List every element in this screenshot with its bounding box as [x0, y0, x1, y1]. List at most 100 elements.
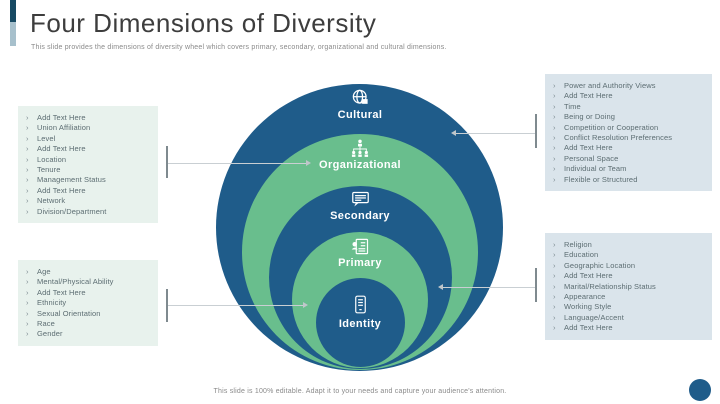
list-item: ›Conflict Resolution Preferences — [553, 133, 706, 143]
ring-label-primary: Primary — [338, 257, 382, 269]
bullet-icon: › — [26, 165, 29, 175]
bullet-icon: › — [553, 164, 556, 174]
list-item-label: Add Text Here — [564, 91, 613, 101]
list-item: › Add Text Here — [553, 323, 706, 333]
list-item-label: Ethnicity — [37, 298, 67, 308]
box-cultural-items: › Power and Authority Views › Add Text Here… — [545, 74, 712, 192]
connector-line-left-top — [168, 163, 306, 164]
list-item-label: Level — [37, 133, 56, 143]
corner-dot — [689, 379, 711, 401]
bullet-icon: › — [553, 122, 556, 132]
list-item: › Tenure — [26, 165, 152, 175]
list-item-label: Individual or Team — [564, 164, 627, 174]
page-subtitle: This slide provides the dimensions of di… — [31, 44, 447, 51]
connector-line-right-top — [456, 133, 535, 134]
bullet-icon: › — [553, 323, 556, 333]
box-organizational-items: ›Add Text Here›Union Affiliation›Level›A… — [18, 106, 158, 224]
list-item-label: Management Status — [37, 175, 106, 185]
list-item-label: Add Text Here — [37, 185, 86, 195]
list-item-label: Age — [37, 267, 51, 276]
list-item: ›Add Text Here — [553, 271, 706, 281]
bullet-icon: › — [26, 319, 29, 329]
list-item-label: Flexible or Structured — [564, 174, 638, 184]
bullet-icon: › — [26, 175, 29, 185]
list-item: › Age — [26, 267, 152, 277]
connector-bar-right-top — [535, 114, 537, 148]
box-primary-items: › Age › Mental/Physical Ability › Add Text He… — [18, 260, 158, 346]
bullet-icon: › — [553, 81, 556, 90]
bullet-icon: › — [26, 298, 29, 308]
list-item-label: Language/Accent — [564, 312, 624, 322]
list-item-label: Add Text Here — [564, 271, 613, 281]
ring-label-cultural: Cultural — [337, 109, 383, 121]
list-item-label: Add Text Here — [564, 143, 613, 153]
bullet-icon: › — [553, 91, 556, 101]
bullet-icon: › — [26, 287, 29, 297]
list-item-label: Being or Doing — [564, 112, 616, 122]
bullet-icon: › — [26, 123, 29, 133]
list-item: › Geographic Location — [553, 261, 706, 271]
list-item-label: Add Text Here — [37, 287, 86, 297]
list-item-label: Geographic Location — [564, 260, 636, 270]
org-hierarchy-icon — [0, 139, 720, 163]
list-item: ›Add Text Here — [26, 144, 152, 154]
bullet-icon: › — [553, 312, 556, 322]
presentation-chat-icon — [0, 191, 720, 213]
ring-label-organizational: Organizational — [319, 159, 401, 171]
bullet-icon: › — [26, 206, 29, 216]
list-item: › Management Status — [26, 175, 152, 185]
bullet-icon: › — [26, 154, 29, 164]
bullet-icon: › — [26, 113, 29, 122]
arrow-right-icon — [306, 160, 311, 166]
ring-label-identity: Identity — [338, 318, 382, 330]
list-item-label: Working Style — [564, 302, 612, 312]
list-item: ›Union Affiliation — [26, 123, 152, 133]
list-item-label: Network — [37, 196, 66, 206]
list-item: ›Appearance — [553, 292, 706, 302]
list-item: › Time — [553, 102, 706, 112]
list-item-label: Competition or Cooperation — [564, 122, 659, 132]
connector-line-right-bottom — [443, 287, 535, 288]
list-item: › Ethnicity — [26, 298, 152, 308]
bullet-icon: › — [553, 302, 556, 312]
list-item-label: Race — [37, 319, 55, 329]
bullet-icon: › — [26, 277, 29, 287]
list-item: › Competition or Cooperation — [553, 123, 706, 133]
list-item-label: Marital/Relationship Status — [564, 281, 656, 291]
list-item: › Race — [26, 319, 152, 329]
bullet-icon: › — [553, 174, 556, 184]
list-item: › Add Text Here — [26, 186, 152, 196]
list-item-label: Division/Department — [37, 206, 107, 216]
bullet-icon: › — [26, 185, 29, 195]
list-item: ›Add Text Here — [26, 113, 152, 123]
accent-bar-dark — [10, 0, 16, 22]
bullet-icon: › — [553, 292, 556, 302]
arrow-left-icon — [438, 284, 443, 290]
bullet-icon: › — [553, 143, 556, 153]
list-item: ›Being or Doing — [553, 112, 706, 122]
list-item-label: Time — [564, 101, 581, 111]
list-item: › Power and Authority Views — [553, 81, 706, 91]
bullet-icon: › — [553, 101, 556, 111]
list-item: › Division/Department — [26, 207, 152, 217]
list-item: › Language/Accent — [553, 313, 706, 323]
list-item-label: Mental/Physical Ability — [37, 277, 114, 287]
bullet-icon: › — [26, 133, 29, 143]
list-item: › Working Style — [553, 302, 706, 312]
list-item: › Add Text Here — [553, 91, 706, 101]
globe-icon — [0, 88, 720, 112]
bullet-icon: › — [26, 267, 29, 276]
list-item-label: Religion — [564, 240, 592, 249]
bullet-icon: › — [553, 260, 556, 270]
list-item-label: Add Text Here — [564, 323, 613, 333]
bullet-icon: › — [553, 133, 556, 143]
arrow-right-icon — [303, 302, 308, 308]
ring-identity — [316, 278, 405, 367]
list-item: ›Sexual Orientation — [26, 309, 152, 319]
list-item: ›Location — [26, 155, 152, 165]
list-item: ›Gender — [26, 329, 152, 339]
list-item-label: Power and Authority Views — [564, 81, 656, 90]
list-item-label: Tenure — [37, 165, 61, 175]
list-item: › Individual or Team — [553, 164, 706, 174]
